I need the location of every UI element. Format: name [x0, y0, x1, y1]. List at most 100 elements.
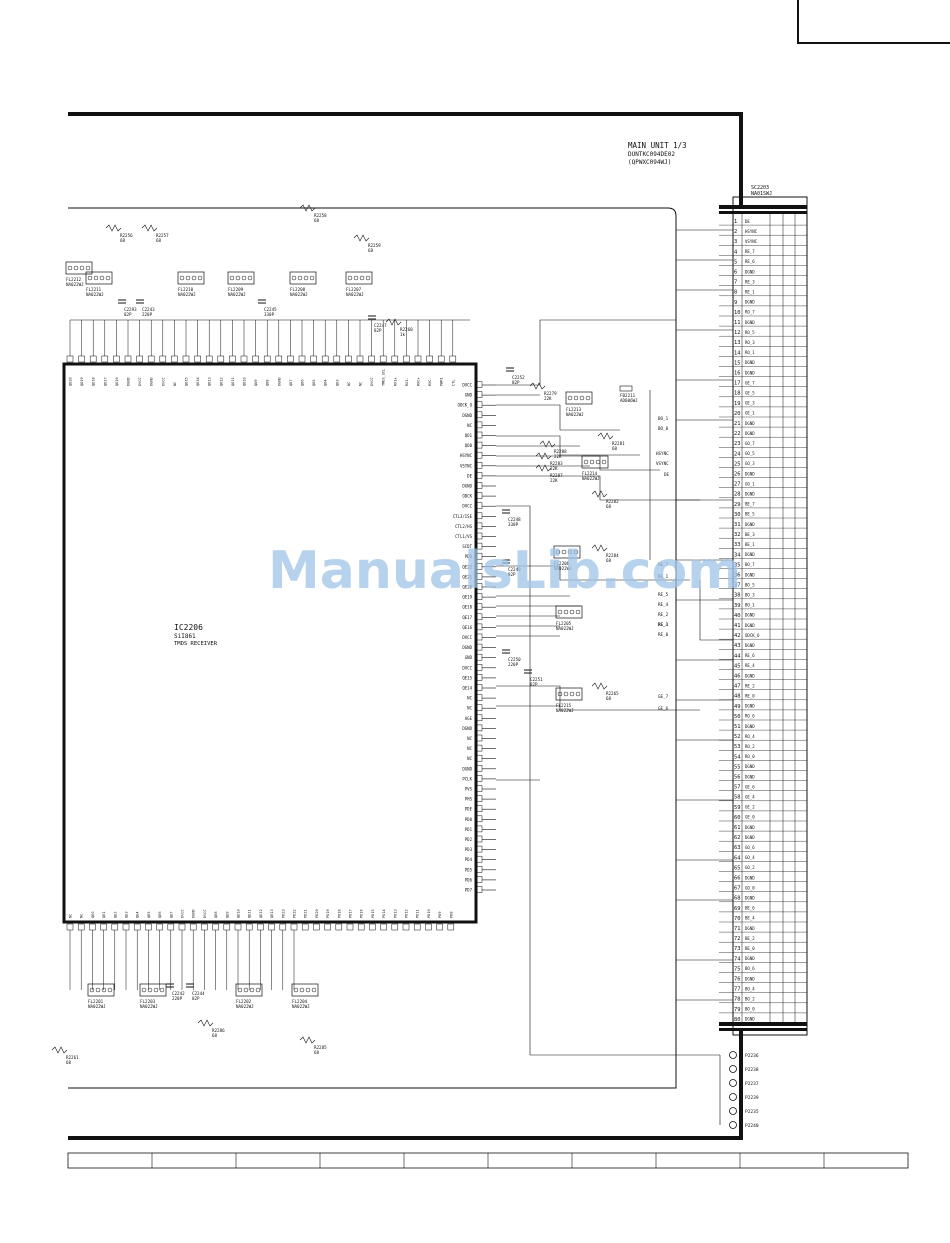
connector-pin-signal: DGND [745, 300, 755, 305]
signal-wire [496, 455, 660, 471]
ic-right-pin-label: DVCC [462, 504, 472, 509]
signal-label: VSYNC [656, 461, 669, 466]
ic-bottom-pin-pad [335, 923, 343, 931]
connector-ref: SC2203 [751, 185, 769, 191]
part-value: 68 [606, 558, 612, 563]
ic-right-pin-pad [475, 664, 483, 671]
connector-pin-number: 30 [734, 512, 741, 518]
ic-bottom-pin-label: PD23 [281, 909, 285, 918]
filter-pin [159, 987, 165, 993]
connector-pin-signal: DGND [745, 613, 755, 618]
ic-top-pin-pad [379, 355, 387, 363]
part-ref: C2245 [264, 307, 277, 312]
part-value: NA022WJ [86, 292, 104, 297]
ic-bottom-pin-label: PD12 [405, 909, 409, 918]
connector-pin-number: 27 [734, 482, 741, 488]
ic-top-pin-pad [240, 355, 248, 363]
ic-top-pin-label: CTL [451, 380, 455, 387]
part-value: 330P [264, 312, 275, 317]
ic-bottom-pin-pad [122, 923, 130, 931]
connector-pin-signal: DGND [745, 643, 755, 648]
ic-top-pin-label: NC [173, 382, 177, 386]
ic-right-pin-label: PD7 [465, 888, 473, 893]
ic-bottom-pin-pad [290, 923, 298, 931]
ic-right-pin-label: QE16 [462, 625, 472, 630]
connector-pin-signal: DGND [745, 522, 755, 527]
part-ref: C2244 [192, 991, 205, 996]
filter-block [139, 983, 167, 997]
ic-top-pin-label: NC [359, 382, 363, 386]
signal-label: RE_1 [658, 574, 669, 579]
ic-bottom-pin-label: QE11 [248, 909, 252, 918]
part-value: NA022WJ [346, 292, 364, 297]
part-value: 220P [172, 996, 183, 1001]
ic-bottom-pin-label: PD16 [360, 909, 364, 918]
part-value: NA022WJ [228, 292, 246, 297]
ic-right-pin-label: PDO [465, 554, 473, 559]
ic-bottom-pin-pad [167, 923, 175, 931]
ic2206-body [62, 362, 478, 924]
ic-bottom-pin-label: PD18 [337, 909, 341, 918]
test-point-label: P2235 [745, 1109, 759, 1115]
part-ref: FB2211 [620, 393, 636, 398]
ic-right-pin-pad [475, 623, 483, 631]
ic-top-pin-label: QO18 [92, 377, 96, 386]
ic-top-pin-pad [345, 355, 352, 363]
part-ref: R2256 [120, 233, 133, 238]
connector-pin-number: 16 [734, 371, 741, 377]
connector-pin-signal: BE_6 [745, 906, 755, 911]
ic-top-pin-label: RX1- [405, 377, 409, 386]
ic-top-pin-label: DVCC [138, 377, 142, 386]
ic-top-pin-label: QO15 [185, 377, 189, 386]
connector-pin-number: 63 [734, 845, 741, 851]
filter-pin [185, 275, 191, 281]
connector-pin-number: 41 [734, 623, 741, 629]
ic-right-pin-pad [475, 512, 483, 520]
connector-pin-number: 25 [734, 461, 741, 467]
ic-right-pin-label: HSYNC [460, 453, 473, 458]
unit-title: MAIN UNIT 1/3 [628, 141, 687, 150]
ic-right-pin-label: QE14 [462, 686, 472, 691]
part-value: 22K [544, 396, 552, 401]
ic-bottom-pin-label: PD10 [427, 909, 431, 918]
connector-pin-signal: RE_2 [745, 683, 755, 688]
part-ref: R2282 [606, 499, 619, 504]
ic-right-pin-label: NC [467, 696, 472, 701]
part-ref: C2251 [530, 677, 543, 682]
connector-pin-signal: DGND [745, 764, 755, 769]
ic-right-pin-pad [475, 714, 483, 722]
ic-bottom-pin-pad [357, 923, 365, 931]
connector-pin-number: 38 [734, 593, 741, 599]
connector-pin-number: 47 [734, 684, 741, 690]
ic-top-pin-label: DVCC [370, 377, 374, 386]
connector-outline [732, 196, 808, 1036]
filter-pin [153, 987, 159, 993]
filter-pin [147, 987, 153, 993]
part-ref: FL2209 [228, 287, 244, 292]
filter-pin [191, 275, 197, 281]
connector-pin-number: 36 [734, 573, 741, 579]
connector-pin-number: 32 [734, 532, 741, 538]
ic-right-pin-pad [475, 441, 483, 449]
filter-pin [563, 609, 569, 615]
filter-pin [247, 275, 253, 281]
ic-right-pin-label: PD0 [465, 817, 473, 822]
ic-top-pin-pad [159, 355, 167, 363]
test-point-label: P2236 [745, 1053, 759, 1059]
filter-block [65, 261, 93, 275]
ic-right-pin-pad [475, 765, 483, 772]
ic-top-pin-label: QO11 [231, 377, 235, 386]
filter-pin [563, 691, 569, 697]
filter-pin [79, 265, 85, 271]
filter-pin [585, 395, 591, 401]
part-value: 68 [212, 1033, 218, 1038]
unit-alt-part-number: (QPWXC094WJ) [628, 159, 671, 166]
part-ref: FL2207 [346, 287, 362, 292]
part-ref: FL2213 [566, 407, 582, 412]
ic-right-pin-pad [475, 734, 483, 742]
ic-top-pin-label: PWR1 [440, 377, 444, 386]
connector-pin-number: 50 [734, 714, 741, 720]
